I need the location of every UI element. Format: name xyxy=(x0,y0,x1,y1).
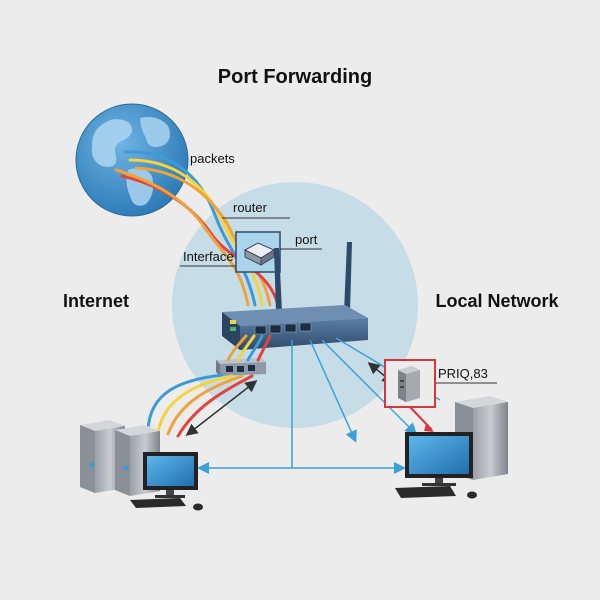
packets-label: packets xyxy=(190,151,235,166)
interface-label: Interface xyxy=(183,249,234,264)
mouse-icon xyxy=(193,503,203,511)
router-label: router xyxy=(233,200,268,215)
internet-label: Internet xyxy=(63,291,129,311)
antenna-icon xyxy=(274,242,352,312)
switch-icon xyxy=(216,358,266,376)
monitor-icon xyxy=(405,432,473,486)
switch-link-arrow xyxy=(185,380,258,436)
interface-module-icon xyxy=(235,231,281,273)
left-desktop-computer-icon xyxy=(130,452,203,511)
keyboard-icon xyxy=(130,498,186,508)
right-desktop-computer-icon xyxy=(395,432,477,499)
server-to-pc-arrowhead xyxy=(424,424,434,432)
server-to-pc-arrow xyxy=(409,406,433,431)
mouse-icon xyxy=(467,491,477,499)
server-tag-label: PRIQ,83 xyxy=(438,366,488,381)
server-icon xyxy=(398,366,420,402)
port-label: port xyxy=(295,232,318,247)
forwarded-server-box xyxy=(384,359,436,408)
router-icon xyxy=(222,305,368,350)
local-network-label: Local Network xyxy=(435,291,559,311)
keyboard-icon xyxy=(395,486,456,498)
diagram-title: Port Forwarding xyxy=(218,66,372,88)
monitor-icon xyxy=(143,452,198,498)
